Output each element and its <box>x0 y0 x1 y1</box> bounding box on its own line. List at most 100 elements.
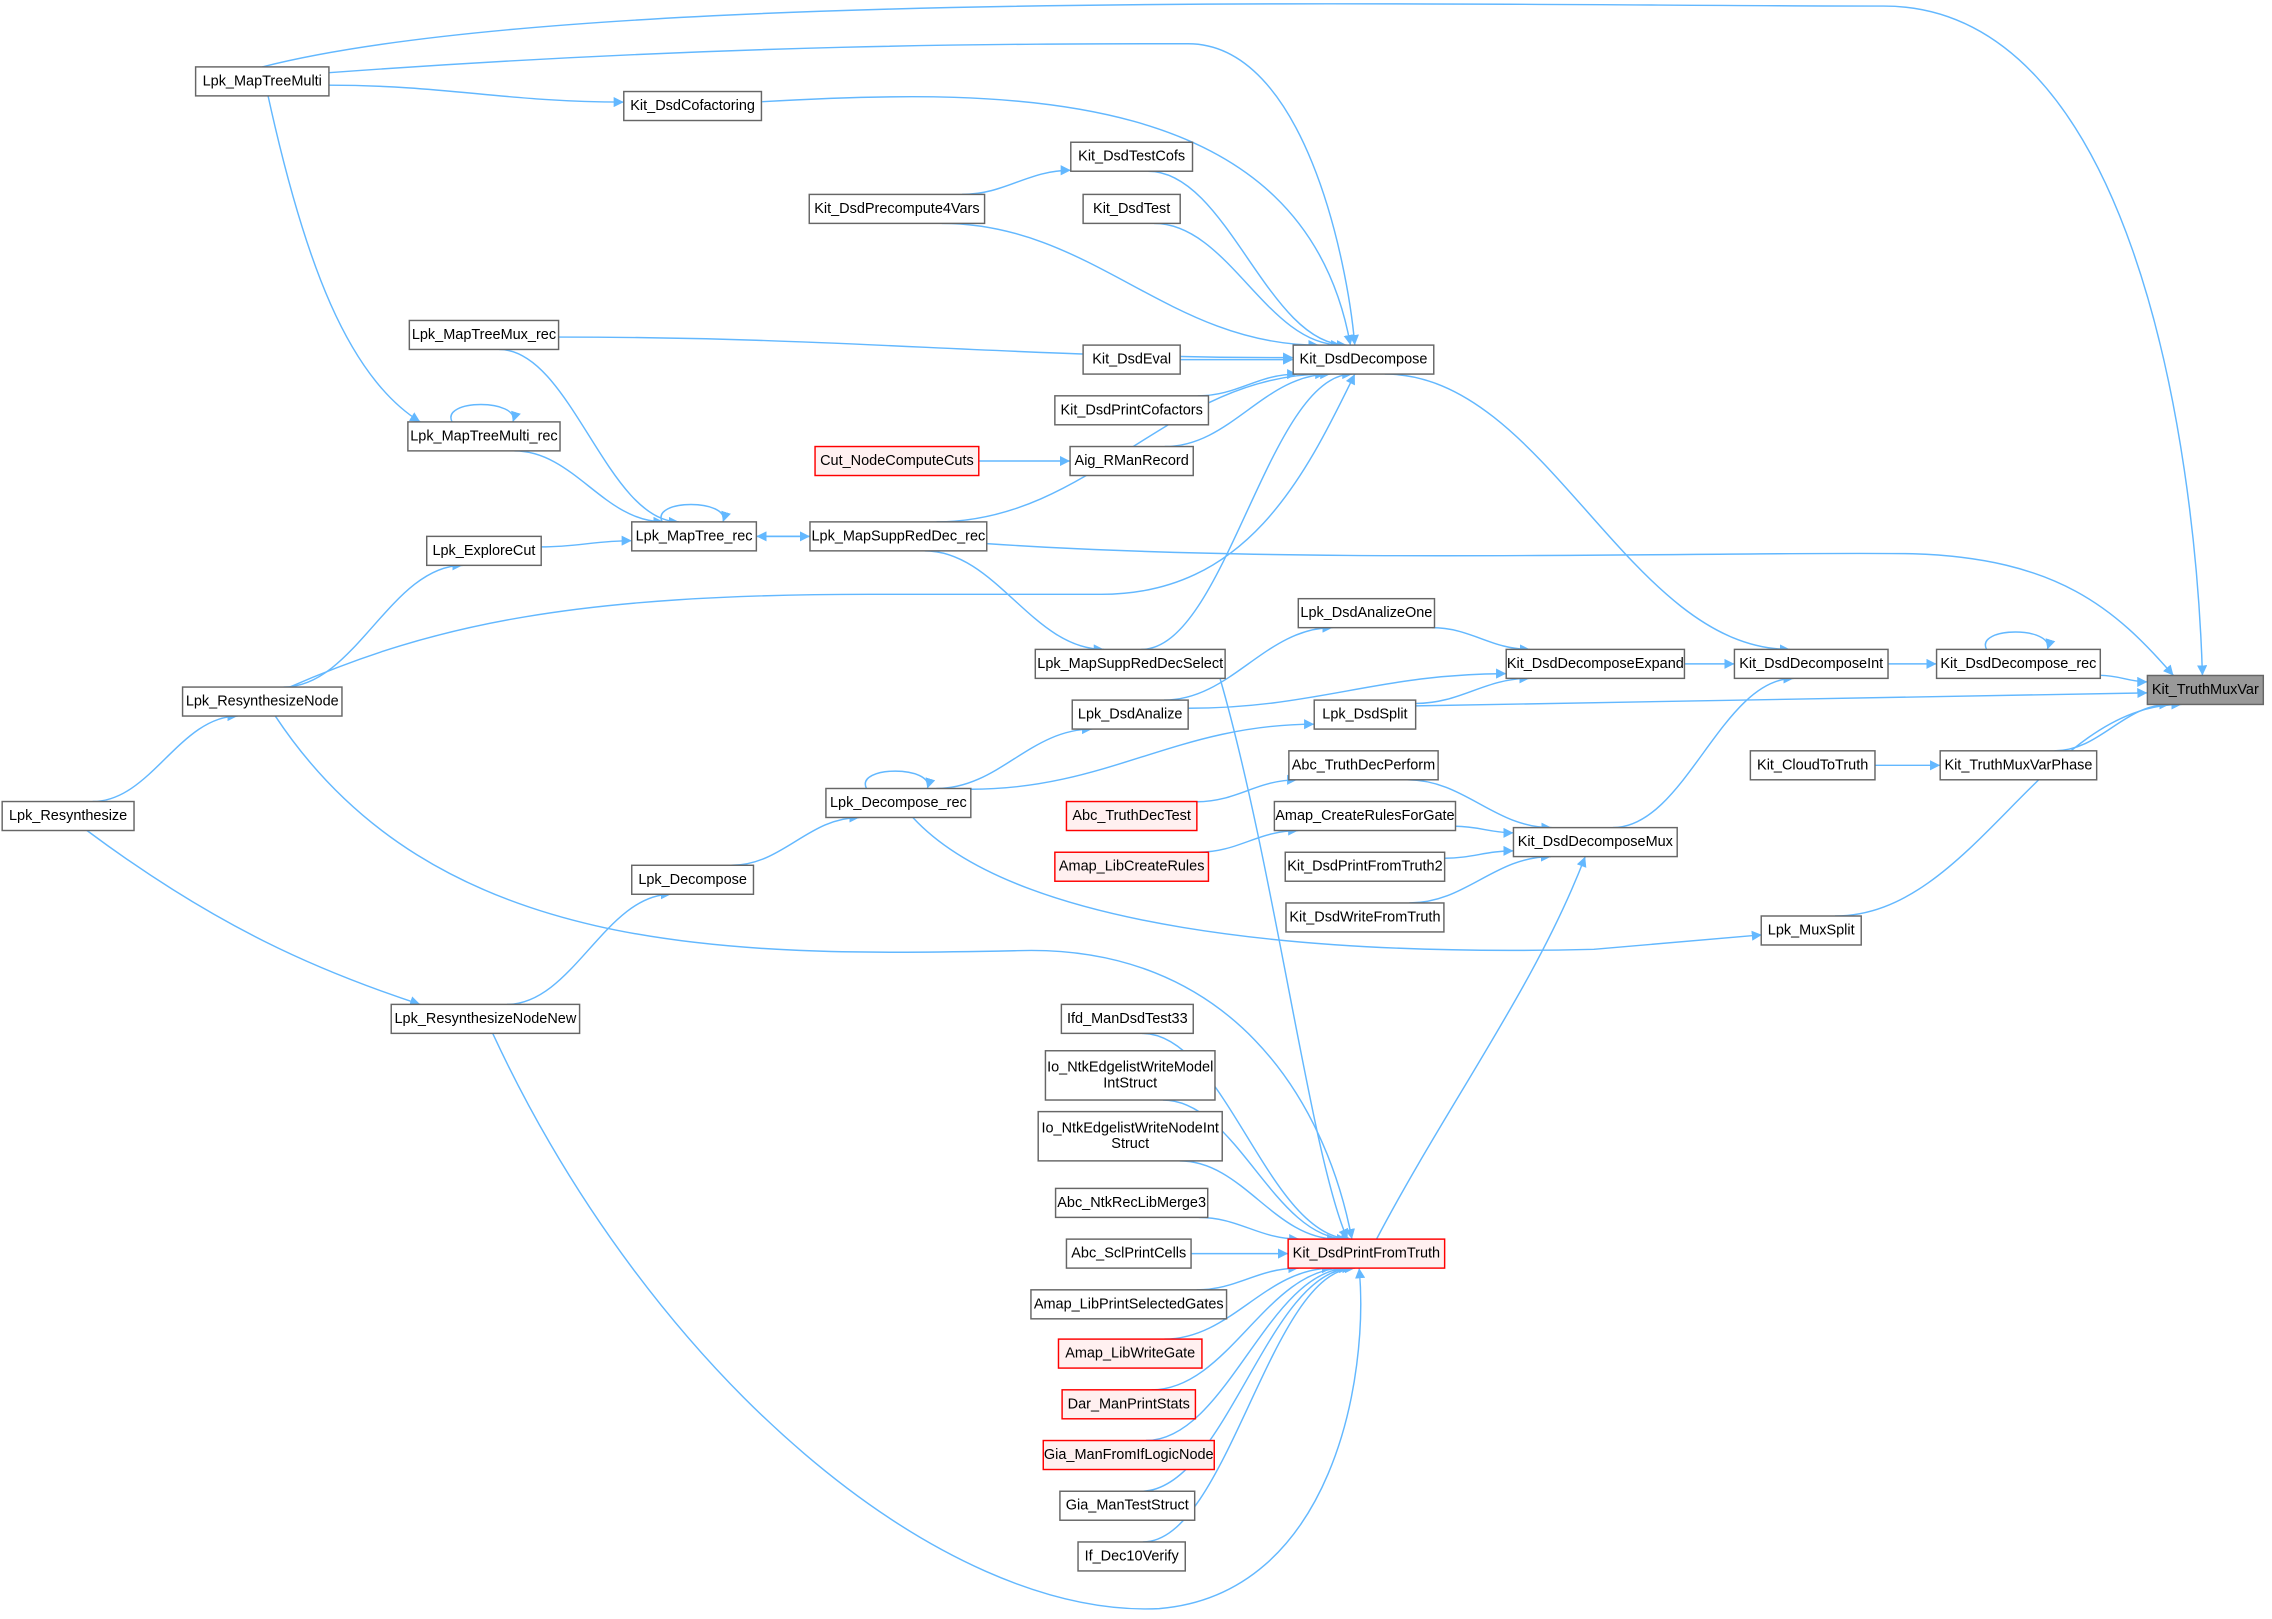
node-label: Aig_RManRecord <box>1075 453 1189 469</box>
node-box <box>1044 1050 1216 1101</box>
edge-n14-n14 <box>660 503 731 523</box>
node-kit-dsdtestcofs[interactable]: Kit_DsdTestCofs <box>1070 141 1194 172</box>
node-label: Kit_DsdDecomposeMux <box>1518 834 1674 850</box>
node-lpk-explorecut[interactable]: Lpk_ExploreCut <box>426 535 542 567</box>
node-label: Io_NtkEdgelistWriteModel <box>1047 1059 1213 1075</box>
node-lpk-decompose[interactable]: Lpk_Decompose <box>631 864 755 895</box>
node-lpk-resynthesize[interactable]: Lpk_Resynthesize <box>1 800 135 832</box>
edge-n37-n21 <box>1834 699 2182 917</box>
node-if-dec10verify[interactable]: If_Dec10Verify <box>1077 1541 1186 1572</box>
node-lpk-dsdanalize[interactable]: Lpk_DsdAnalize <box>1071 699 1189 730</box>
node-box <box>2146 674 2265 706</box>
node-lpk-dsdsplit[interactable]: Lpk_DsdSplit <box>1313 699 1417 730</box>
node-kit-dsddecomposeexpand[interactable]: Kit_DsdDecomposeExpand <box>1505 648 1686 680</box>
node-kit-dsdtest[interactable]: Kit_DsdTest <box>1082 193 1181 225</box>
node-lpk-maptreemulti-rec[interactable]: Lpk_MapTreeMulti_rec <box>407 421 561 452</box>
node-kit-dsdeval[interactable]: Kit_DsdEval <box>1082 344 1181 375</box>
node-label: Kit_DsdPrintCofactors <box>1060 402 1202 418</box>
node-label: Ifd_ManDsdTest33 <box>1067 1011 1188 1027</box>
edge-n20-n20 <box>1984 631 2056 650</box>
node-kit-truthmuxvar[interactable]: Kit_TruthMuxVar <box>2146 674 2265 706</box>
node-label: Lpk_MuxSplit <box>1768 922 1855 938</box>
node-kit-dsddecomposemux[interactable]: Kit_DsdDecomposeMux <box>1512 826 1678 858</box>
node-lpk-resynthesizenodenew[interactable]: Lpk_ResynthesizeNodeNew <box>390 1003 581 1035</box>
edge-n26-n37 <box>912 816 1763 952</box>
node-kit-cloudtotruth[interactable]: Kit_CloudToTruth <box>1749 750 1876 781</box>
node-amap-libprintselectedgates[interactable]: Amap_LibPrintSelectedGates <box>1030 1289 1228 1320</box>
edge-n35-n26 <box>731 812 860 867</box>
node-lpk-mapsuppreddec-rec[interactable]: Lpk_MapSuppRedDec_rec <box>809 521 988 552</box>
node-label: Gia_ManFromIfLogicNode <box>1044 1447 1214 1463</box>
edge-n23-n18 <box>1188 668 1507 709</box>
node-box <box>631 521 758 552</box>
node-abc-sclprintcells[interactable]: Abc_SclPrintCells <box>1065 1238 1192 1269</box>
node-box <box>825 787 972 819</box>
node-box <box>1297 597 1436 629</box>
node-label: Amap_LibWriteGate <box>1065 1346 1195 1362</box>
node-kit-dsddecompose-rec[interactable]: Kit_DsdDecompose_rec <box>1935 648 2102 680</box>
node-label: Kit_DsdTestCofs <box>1078 149 1185 165</box>
node-lpk-maptree-rec[interactable]: Lpk_MapTree_rec <box>631 521 758 552</box>
edge-n47-n43 <box>1151 1263 1344 1391</box>
node-lpk-mapsuppreddecselect[interactable]: Lpk_MapSuppRedDecSelect <box>1034 648 1226 680</box>
node-kit-truthmuxvarphase[interactable]: Kit_TruthMuxVarPhase <box>1939 750 2098 781</box>
node-box <box>1057 1338 1203 1369</box>
node-kit-dsdcofactoring[interactable]: Kit_DsdCofactoring <box>623 90 763 122</box>
node-gia-manfromiflogicnode[interactable]: Gia_ManFromIfLogicNode <box>1042 1439 1215 1471</box>
edge-n23-n16 <box>1163 622 1333 701</box>
node-lpk-maptreemux-rec[interactable]: Lpk_MapTreeMux_rec <box>408 319 560 351</box>
node-dar-manprintstats[interactable]: Dar_ManPrintStats <box>1061 1389 1197 1420</box>
node-lpk-decompose-rec[interactable]: Lpk_Decompose_rec <box>825 787 972 819</box>
edge-n22-n13 <box>283 560 463 688</box>
node-label: Lpk_ResynthesizeNodeNew <box>395 1011 577 1027</box>
node-label: Lpk_DsdSplit <box>1322 707 1407 723</box>
node-amap-libwritegate[interactable]: Amap_LibWriteGate <box>1057 1338 1203 1369</box>
node-label: Lpk_MapSuppRedDecSelect <box>1037 656 1223 672</box>
node-abc-truthdecperform[interactable]: Abc_TruthDecPerform <box>1288 750 1439 781</box>
edge-n29-n21 <box>2054 699 2170 752</box>
node-gia-manteststruct[interactable]: Gia_ManTestStruct <box>1059 1490 1196 1521</box>
edge-n4-n7 <box>941 222 1319 351</box>
node-kit-dsddecomposeint[interactable]: Kit_DsdDecomposeInt <box>1733 648 1889 680</box>
node-kit-dsddecompose[interactable]: Kit_DsdDecompose <box>1292 344 1435 375</box>
node-kit-dsdprintfromtruth2[interactable]: Kit_DsdPrintFromTruth2 <box>1284 851 1446 882</box>
node-label: Lpk_Decompose <box>638 872 747 888</box>
node-lpk-dsdanalizeone[interactable]: Lpk_DsdAnalizeOne <box>1297 597 1436 629</box>
node-abc-truthdectest[interactable]: Abc_TruthDecTest <box>1065 800 1198 832</box>
node-lpk-muxsplit[interactable]: Lpk_MuxSplit <box>1760 915 1862 946</box>
node-box <box>1760 915 1862 946</box>
edge-n1-n7 <box>328 42 1359 346</box>
node-amap-createrulesforgate[interactable]: Amap_CreateRulesForGate <box>1273 800 1457 832</box>
edge-n42-n43 <box>1198 1216 1300 1245</box>
node-box <box>1505 648 1686 680</box>
edge-n22-n7 <box>289 373 1356 688</box>
node-label: Lpk_Decompose_rec <box>830 795 967 811</box>
node-lpk-maptreemulti[interactable]: Lpk_MapTreeMulti <box>194 66 330 97</box>
edge-n34-n32 <box>1444 845 1514 859</box>
edge-n12-n7 <box>1164 369 1331 448</box>
node-kit-dsdprintcofactors[interactable]: Kit_DsdPrintCofactors <box>1054 395 1210 426</box>
node-box <box>1069 445 1194 477</box>
node-kit-dsdprecompute4vars[interactable]: Kit_DsdPrecompute4Vars <box>808 193 986 225</box>
node-lpk-resynthesizenode[interactable]: Lpk_ResynthesizeNode <box>181 686 343 717</box>
node-amap-libcreaterules[interactable]: Amap_LibCreateRules <box>1054 851 1210 882</box>
node-box <box>809 521 988 552</box>
node-box <box>181 686 343 717</box>
edge-n24-n21 <box>1415 687 2148 707</box>
edge-n26-n23 <box>936 724 1093 790</box>
node-abc-ntkreclibmerge3[interactable]: Abc_NtkRecLibMerge3 <box>1054 1187 1209 1219</box>
node-box <box>194 66 330 97</box>
edge-n49-n43 <box>1141 1263 1353 1492</box>
node-kit-dsdwritefromtruth[interactable]: Kit_DsdWriteFromTruth <box>1285 902 1445 933</box>
edge-n22-n43 <box>274 715 1355 1240</box>
node-label: Abc_NtkRecLibMerge3 <box>1057 1195 1206 1211</box>
node-box <box>1935 648 2102 680</box>
node-ifd-mandsdtest33[interactable]: Ifd_ManDsdTest33 <box>1060 1003 1194 1035</box>
node-cut-nodecomputecuts[interactable]: Cut_NodeComputeCuts <box>814 445 980 477</box>
node-aig-rmanrecord[interactable]: Aig_RManRecord <box>1069 445 1194 477</box>
edge-n2-n7 <box>762 95 1354 346</box>
edge-n26-n26 <box>864 770 936 789</box>
node-kit-dsdprintfromtruth[interactable]: Kit_DsdPrintFromTruth <box>1287 1238 1446 1269</box>
